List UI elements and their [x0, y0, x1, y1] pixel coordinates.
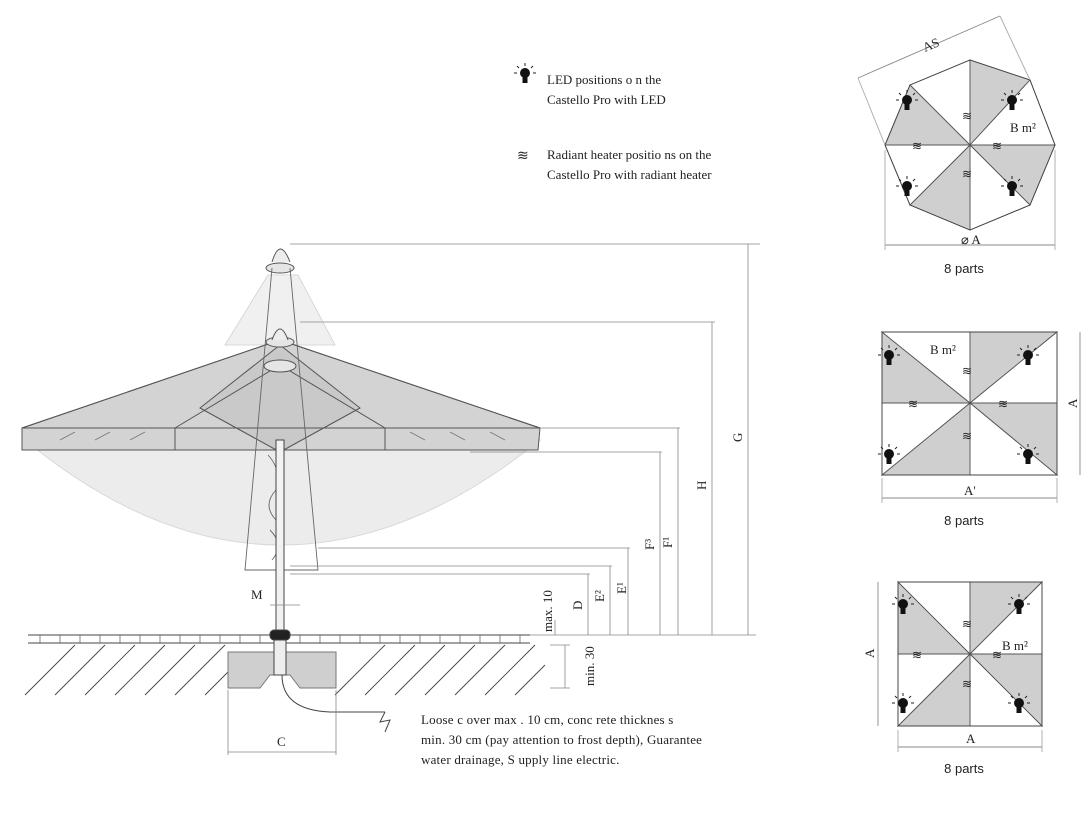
- legend-heater: Radiant heater positio ns on the Castell…: [547, 145, 712, 185]
- octagon-heater-icon: ≋: [962, 109, 972, 123]
- octagon-heater-icon: ≋: [912, 139, 922, 153]
- top-light-cone: [224, 274, 336, 346]
- square-heater-icon: ≋: [912, 648, 922, 662]
- dim-f3-label: F³: [642, 539, 657, 550]
- pole: [275, 439, 285, 636]
- ground: [24, 629, 546, 733]
- square-height-label: A: [862, 648, 877, 658]
- dim-g-label: G: [730, 433, 745, 442]
- dim-min30-label: min. 30: [582, 646, 597, 686]
- plan-octagon: [857, 15, 1056, 250]
- dim-f1-label: F¹: [660, 537, 675, 548]
- installation-note-line2: min. 30 cm (pay attention to frost depth…: [421, 732, 703, 747]
- legend-heater-line2: Castello Pro with radiant heater: [547, 167, 712, 182]
- dimension-lines: [227, 243, 760, 755]
- rectangle-area-label: B m²: [930, 342, 956, 357]
- octagon-parts-caption: 8 parts: [944, 261, 984, 276]
- square-width-label: A: [966, 731, 976, 746]
- rectangle-heater-icon: ≋: [962, 429, 972, 443]
- octagon-side-label: AS: [920, 34, 941, 54]
- legend-led-line2: Castello Pro with LED: [547, 92, 666, 107]
- legend-heater-line1: Radiant heater positio ns on the: [547, 147, 712, 162]
- octagon-area-label: B m²: [1010, 120, 1036, 135]
- dim-e2-label: E²: [592, 590, 607, 602]
- rectangle-height-label: A: [1065, 398, 1080, 408]
- installation-note-line1: Loose c over max . 10 cm, conc rete thic…: [421, 712, 674, 727]
- legend-led: LED positions o n the Castello Pro with …: [547, 70, 666, 110]
- dim-h-label: H: [694, 481, 709, 490]
- plan-rectangle: [880, 331, 1081, 503]
- rectangle-width-label: A': [964, 483, 976, 498]
- dim-d-label: D: [570, 601, 585, 610]
- rectangle-heater-icon: ≋: [962, 364, 972, 378]
- legend-lightbulb-icon: [513, 62, 537, 84]
- square-heater-icon: ≋: [962, 677, 972, 691]
- rectangle-heater-icon: ≋: [908, 397, 918, 411]
- rectangle-heater-icon: ≋: [998, 397, 1008, 411]
- dim-max10-label: max. 10: [540, 590, 555, 632]
- square-heater-icon: ≋: [992, 648, 1002, 662]
- octagon-diameter-label: ⌀ A: [961, 232, 981, 247]
- installation-note: Loose c over max . 10 cm, conc rete thic…: [421, 710, 741, 770]
- dim-c-label: C: [277, 734, 286, 749]
- octagon-heater-icon: ≋: [992, 139, 1002, 153]
- legend-heater-icon: ≋: [517, 148, 529, 164]
- octagon-heater-icon: ≋: [962, 167, 972, 181]
- dim-m-label: M: [251, 587, 263, 602]
- rectangle-parts-caption: 8 parts: [944, 513, 984, 528]
- square-parts-caption: 8 parts: [944, 761, 984, 776]
- installation-note-line3: water drainage, S upply line electric.: [421, 752, 620, 767]
- dim-e1-label: E¹: [614, 582, 629, 594]
- elevation-view: G H F¹ F³ E¹ E² D max. 10 min. 30 M C: [21, 243, 760, 755]
- square-area-label: B m²: [1002, 638, 1028, 653]
- plan-square: [877, 580, 1044, 752]
- legend-led-line1: LED positions o n the: [547, 72, 662, 87]
- square-heater-icon: ≋: [962, 617, 972, 631]
